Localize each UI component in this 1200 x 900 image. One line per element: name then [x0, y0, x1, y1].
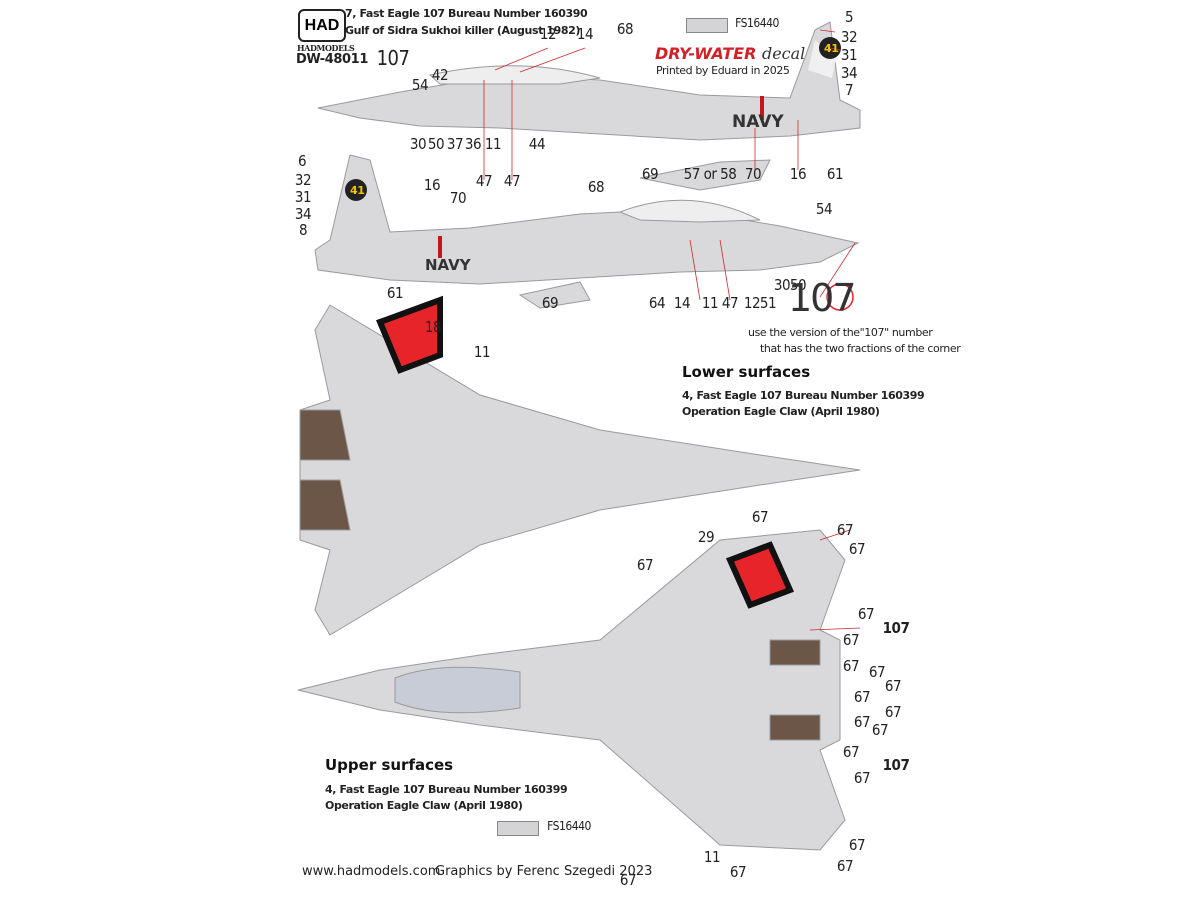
red-black-fin-stripes: [376, 295, 795, 609]
color-swatch-top: [686, 18, 728, 33]
callout: 67: [842, 657, 860, 675]
brand-label: HADMODELS: [297, 43, 355, 53]
callout: 57 or 58: [683, 165, 737, 183]
had-logo: HAD: [298, 9, 346, 42]
tail-number-2: 41: [350, 184, 365, 197]
callout: 32: [294, 171, 312, 189]
modex-107-example: 107: [788, 276, 857, 320]
callout: 47: [503, 172, 521, 190]
lower-line1: 4, Fast Eagle 107 Bureau Number 160399: [682, 389, 925, 402]
callout: 47: [475, 172, 493, 190]
callout: 67: [848, 836, 866, 854]
callout: 11: [703, 848, 721, 866]
callout: 70: [744, 165, 762, 183]
callout: 70: [449, 189, 467, 207]
dry-water-logo: DRY-WATER decal: [655, 44, 806, 63]
tail-number: 41: [824, 42, 839, 55]
callout: 47: [721, 294, 739, 312]
callout: 69: [541, 294, 559, 312]
callout: 14: [673, 294, 691, 312]
callout: 54: [815, 200, 833, 218]
callout: 5: [844, 8, 854, 26]
color-swatch-bottom: [497, 821, 539, 836]
callout: 67: [853, 769, 871, 787]
callout: 30: [409, 135, 427, 153]
lower-surfaces-title: Lower surfaces: [682, 363, 811, 381]
callout: 67: [842, 743, 860, 761]
navy-marking: NAVY: [732, 112, 784, 132]
callout: 44: [528, 135, 546, 153]
callout: 67: [836, 857, 854, 875]
callout: 67: [619, 871, 637, 889]
callout: 67: [751, 508, 769, 526]
callout: 12: [539, 25, 557, 43]
callout: 12: [743, 294, 761, 312]
website-link[interactable]: www.hadmodels.com: [302, 864, 441, 879]
scheme-title-line1: 7, Fast Eagle 107 Bureau Number 160390: [345, 7, 588, 20]
callout: 14: [576, 25, 594, 43]
callout: 31: [840, 46, 858, 64]
callout: 29: [697, 528, 715, 546]
printer-note: Printed by Eduard in 2025: [656, 64, 790, 77]
callout: 68: [587, 178, 605, 196]
callout: 7: [844, 81, 854, 99]
callout: 67: [729, 863, 747, 881]
f14-upper-view: [297, 529, 846, 851]
callout: 107: [376, 46, 410, 70]
callout: 67: [853, 688, 871, 706]
swatch-label-top: FS16440: [735, 16, 779, 30]
swatch-label-bottom: FS16440: [547, 819, 591, 833]
callout: 51: [759, 294, 777, 312]
callout: 16: [789, 165, 807, 183]
callout: 18: [424, 318, 442, 336]
callout: 11: [701, 294, 719, 312]
product-code: DW-48011: [296, 52, 368, 67]
note-line2: that has the two fractions of the corner: [760, 342, 961, 355]
callout: 61: [386, 284, 404, 302]
scheme-title-line2: Gulf of Sidra Sukhoi killer (August 1982…: [345, 24, 581, 37]
callout: 36: [464, 135, 482, 153]
f14-side-view-2: [314, 154, 860, 285]
callout: 107: [882, 756, 910, 774]
upper-surfaces-title: Upper surfaces: [325, 756, 454, 774]
callout: 67: [848, 540, 866, 558]
callout: 6: [297, 152, 307, 170]
upper-line2: Operation Eagle Claw (April 1980): [325, 799, 523, 812]
callout: 67: [868, 663, 886, 681]
callout: 67: [636, 556, 654, 574]
callout: 37: [446, 135, 464, 153]
navy-marking-2: NAVY: [425, 256, 471, 274]
callout: 54: [411, 76, 429, 94]
callout: 50: [789, 276, 807, 294]
callout: 42: [431, 66, 449, 84]
callout: 50: [427, 135, 445, 153]
upper-line1: 4, Fast Eagle 107 Bureau Number 160399: [325, 783, 568, 796]
callout: 67: [836, 521, 854, 539]
callout: 67: [842, 631, 860, 649]
callout: 16: [423, 176, 441, 194]
callout: 67: [857, 605, 875, 623]
note-line1: use the version of the"107" number: [748, 326, 933, 339]
f14-lower-view: [299, 304, 861, 636]
lower-line2: Operation Eagle Claw (April 1980): [682, 405, 880, 418]
callout: 107: [882, 619, 910, 637]
callout: 11: [473, 343, 491, 361]
callout: 64: [648, 294, 666, 312]
graphics-credit: Graphics by Ferenc Szegedi 2023: [435, 864, 653, 879]
callout: 11: [484, 135, 502, 153]
callout: 67: [884, 703, 902, 721]
callout: 69: [641, 165, 659, 183]
callout: 31: [294, 188, 312, 206]
callout: 68: [616, 20, 634, 38]
callout: 67: [884, 677, 902, 695]
callout: 67: [871, 721, 889, 739]
callout: 34: [840, 64, 858, 82]
callout: 34: [294, 205, 312, 223]
callout: 30: [773, 276, 791, 294]
callout: 67: [853, 713, 871, 731]
callout: 32: [840, 28, 858, 46]
callout: 61: [826, 165, 844, 183]
callout: 8: [298, 221, 308, 239]
